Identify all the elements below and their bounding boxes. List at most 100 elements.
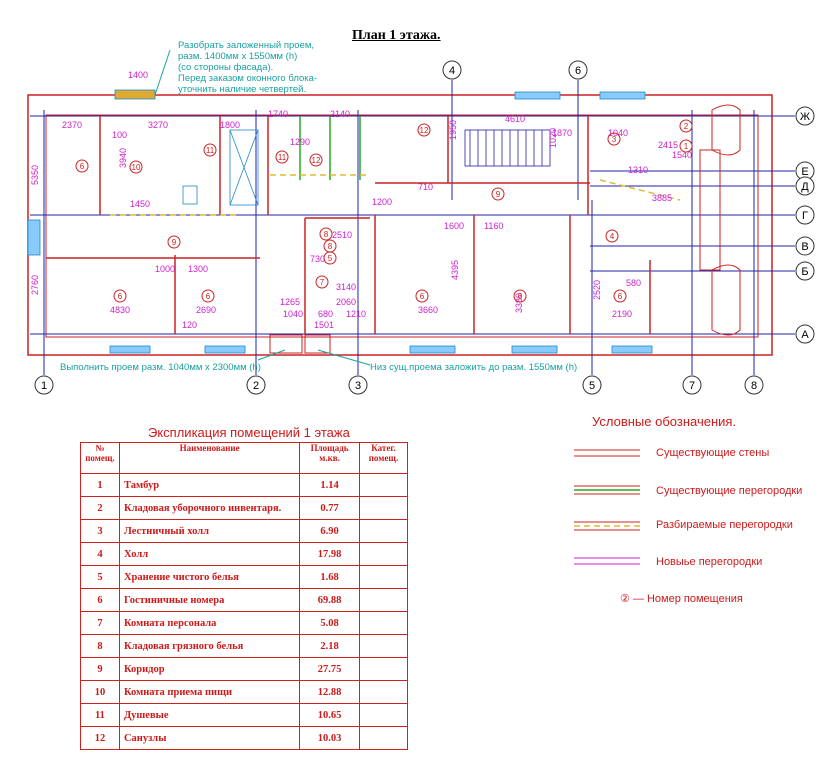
- axis-marker-circle: [795, 261, 815, 281]
- room-number-circle: [129, 160, 143, 174]
- explication-table: № помещ. Наименование Площадь м.кв. Кате…: [80, 442, 409, 750]
- dimension-label: 2140: [330, 109, 350, 119]
- room-number: 7: [320, 278, 325, 287]
- legend-new-partitions: Новыье перегородки: [656, 556, 763, 568]
- plan-title: План 1 этажа.: [352, 28, 441, 43]
- axis-marker-label: 6: [575, 65, 581, 77]
- room-number: 8: [328, 242, 333, 251]
- dimension-label: 5350: [30, 165, 40, 185]
- header-cat: Катег. помещ.: [358, 442, 409, 474]
- room-number: 11: [278, 153, 287, 162]
- cell-area: 10.03: [299, 726, 360, 750]
- room-number: 6: [618, 292, 623, 301]
- cell-area: 12.88: [299, 680, 360, 704]
- dimension-label: 2510: [332, 230, 352, 240]
- cell-area: 5.08: [299, 611, 360, 635]
- room-number: 12: [312, 156, 321, 165]
- header-num: № помещ.: [80, 442, 120, 474]
- axis-marker-label: Д: [801, 181, 809, 193]
- room-number-circle: [415, 289, 429, 303]
- room-number: 6: [420, 292, 425, 301]
- cell-name: Хранение чистого белья: [118, 565, 301, 589]
- axis-marker-label: 7: [689, 380, 695, 392]
- cell-cat: [358, 565, 409, 589]
- cell-name: Коридор: [118, 657, 301, 681]
- cell-name: Холл: [118, 542, 301, 566]
- cell-area: 0.77: [299, 496, 360, 520]
- cell-name: Лестничный холл: [118, 519, 301, 543]
- axis-marker-circle: [442, 60, 462, 80]
- room-number-circle: [513, 289, 527, 303]
- cell-num: 10: [80, 680, 120, 704]
- dimension-label: 120: [182, 320, 197, 330]
- note-leader: [257, 349, 286, 361]
- room-number-circle: [323, 239, 337, 253]
- room-number: 6: [518, 292, 523, 301]
- shower-blocks: [182, 129, 259, 206]
- dimension-label: 1600: [444, 221, 464, 231]
- room-number-circle: [315, 275, 329, 289]
- existing-opening: [304, 334, 331, 354]
- room-number: 11: [206, 146, 215, 155]
- dimension-label: 2415: [658, 140, 678, 150]
- room-number: 6: [206, 292, 211, 301]
- dimension-label: 2060: [336, 297, 356, 307]
- dimension-label: 4395: [450, 260, 460, 280]
- note-top: Разобрать заложенный проем, разм. 1400мм…: [178, 40, 318, 95]
- axis-marker-label: 8: [751, 380, 757, 392]
- dimension-label: 1200: [372, 197, 392, 207]
- axis-marker-label: 1: [41, 380, 47, 392]
- dimension-label: 3140: [336, 282, 356, 292]
- room-number-circle: [113, 289, 127, 303]
- demolished-partitions: [110, 174, 681, 216]
- dimension-label: 1800: [220, 120, 240, 130]
- cell-cat: [358, 703, 409, 727]
- room-number: 6: [118, 292, 123, 301]
- room-number-circle: [167, 235, 181, 249]
- dimension-label: 3940: [118, 148, 128, 168]
- cell-name: Комната приема пищи: [118, 680, 301, 704]
- cell-name: Душевые: [118, 703, 301, 727]
- existing-partitions: [299, 116, 361, 180]
- axis-marker-circle: [34, 375, 54, 395]
- cell-cat: [358, 611, 409, 635]
- interior-walls: [46, 116, 651, 334]
- cell-num: 2: [80, 496, 120, 520]
- facade-columns: [699, 104, 741, 336]
- cell-area: 1.68: [299, 565, 360, 589]
- dimension-label: 1501: [314, 320, 334, 330]
- room-number-circle: [309, 153, 323, 167]
- axis-marker-circle: [795, 106, 815, 126]
- axis-marker-circle: [568, 60, 588, 80]
- room-number: 12: [420, 126, 429, 135]
- cell-name: Тамбур: [118, 473, 301, 497]
- axis-marker-label: Б: [801, 266, 808, 278]
- dimension-label: 2370: [62, 120, 82, 130]
- dimension-label: 4830: [110, 305, 130, 315]
- axis-marker-circle: [682, 375, 702, 395]
- dimension-label: 1160: [484, 221, 503, 231]
- legend-demolished-partitions: Разбираемые перегородки: [656, 519, 793, 531]
- dimension-label: 1400: [128, 70, 148, 80]
- cell-name: Гостиничные номера: [118, 588, 301, 612]
- dimension-label: 580: [626, 278, 641, 288]
- dimension-label: 100: [112, 130, 127, 140]
- room-number: 4: [610, 232, 615, 241]
- dimension-label: 1210: [346, 309, 366, 319]
- header-name: Наименование: [118, 442, 301, 474]
- dimension-label: 1740: [268, 109, 288, 119]
- dimension-label: 1265: [280, 297, 300, 307]
- cell-num: 11: [80, 703, 120, 727]
- room-number-circle: [275, 150, 289, 164]
- cell-area: 10.65: [299, 703, 360, 727]
- dimension-label: 1040: [283, 309, 303, 319]
